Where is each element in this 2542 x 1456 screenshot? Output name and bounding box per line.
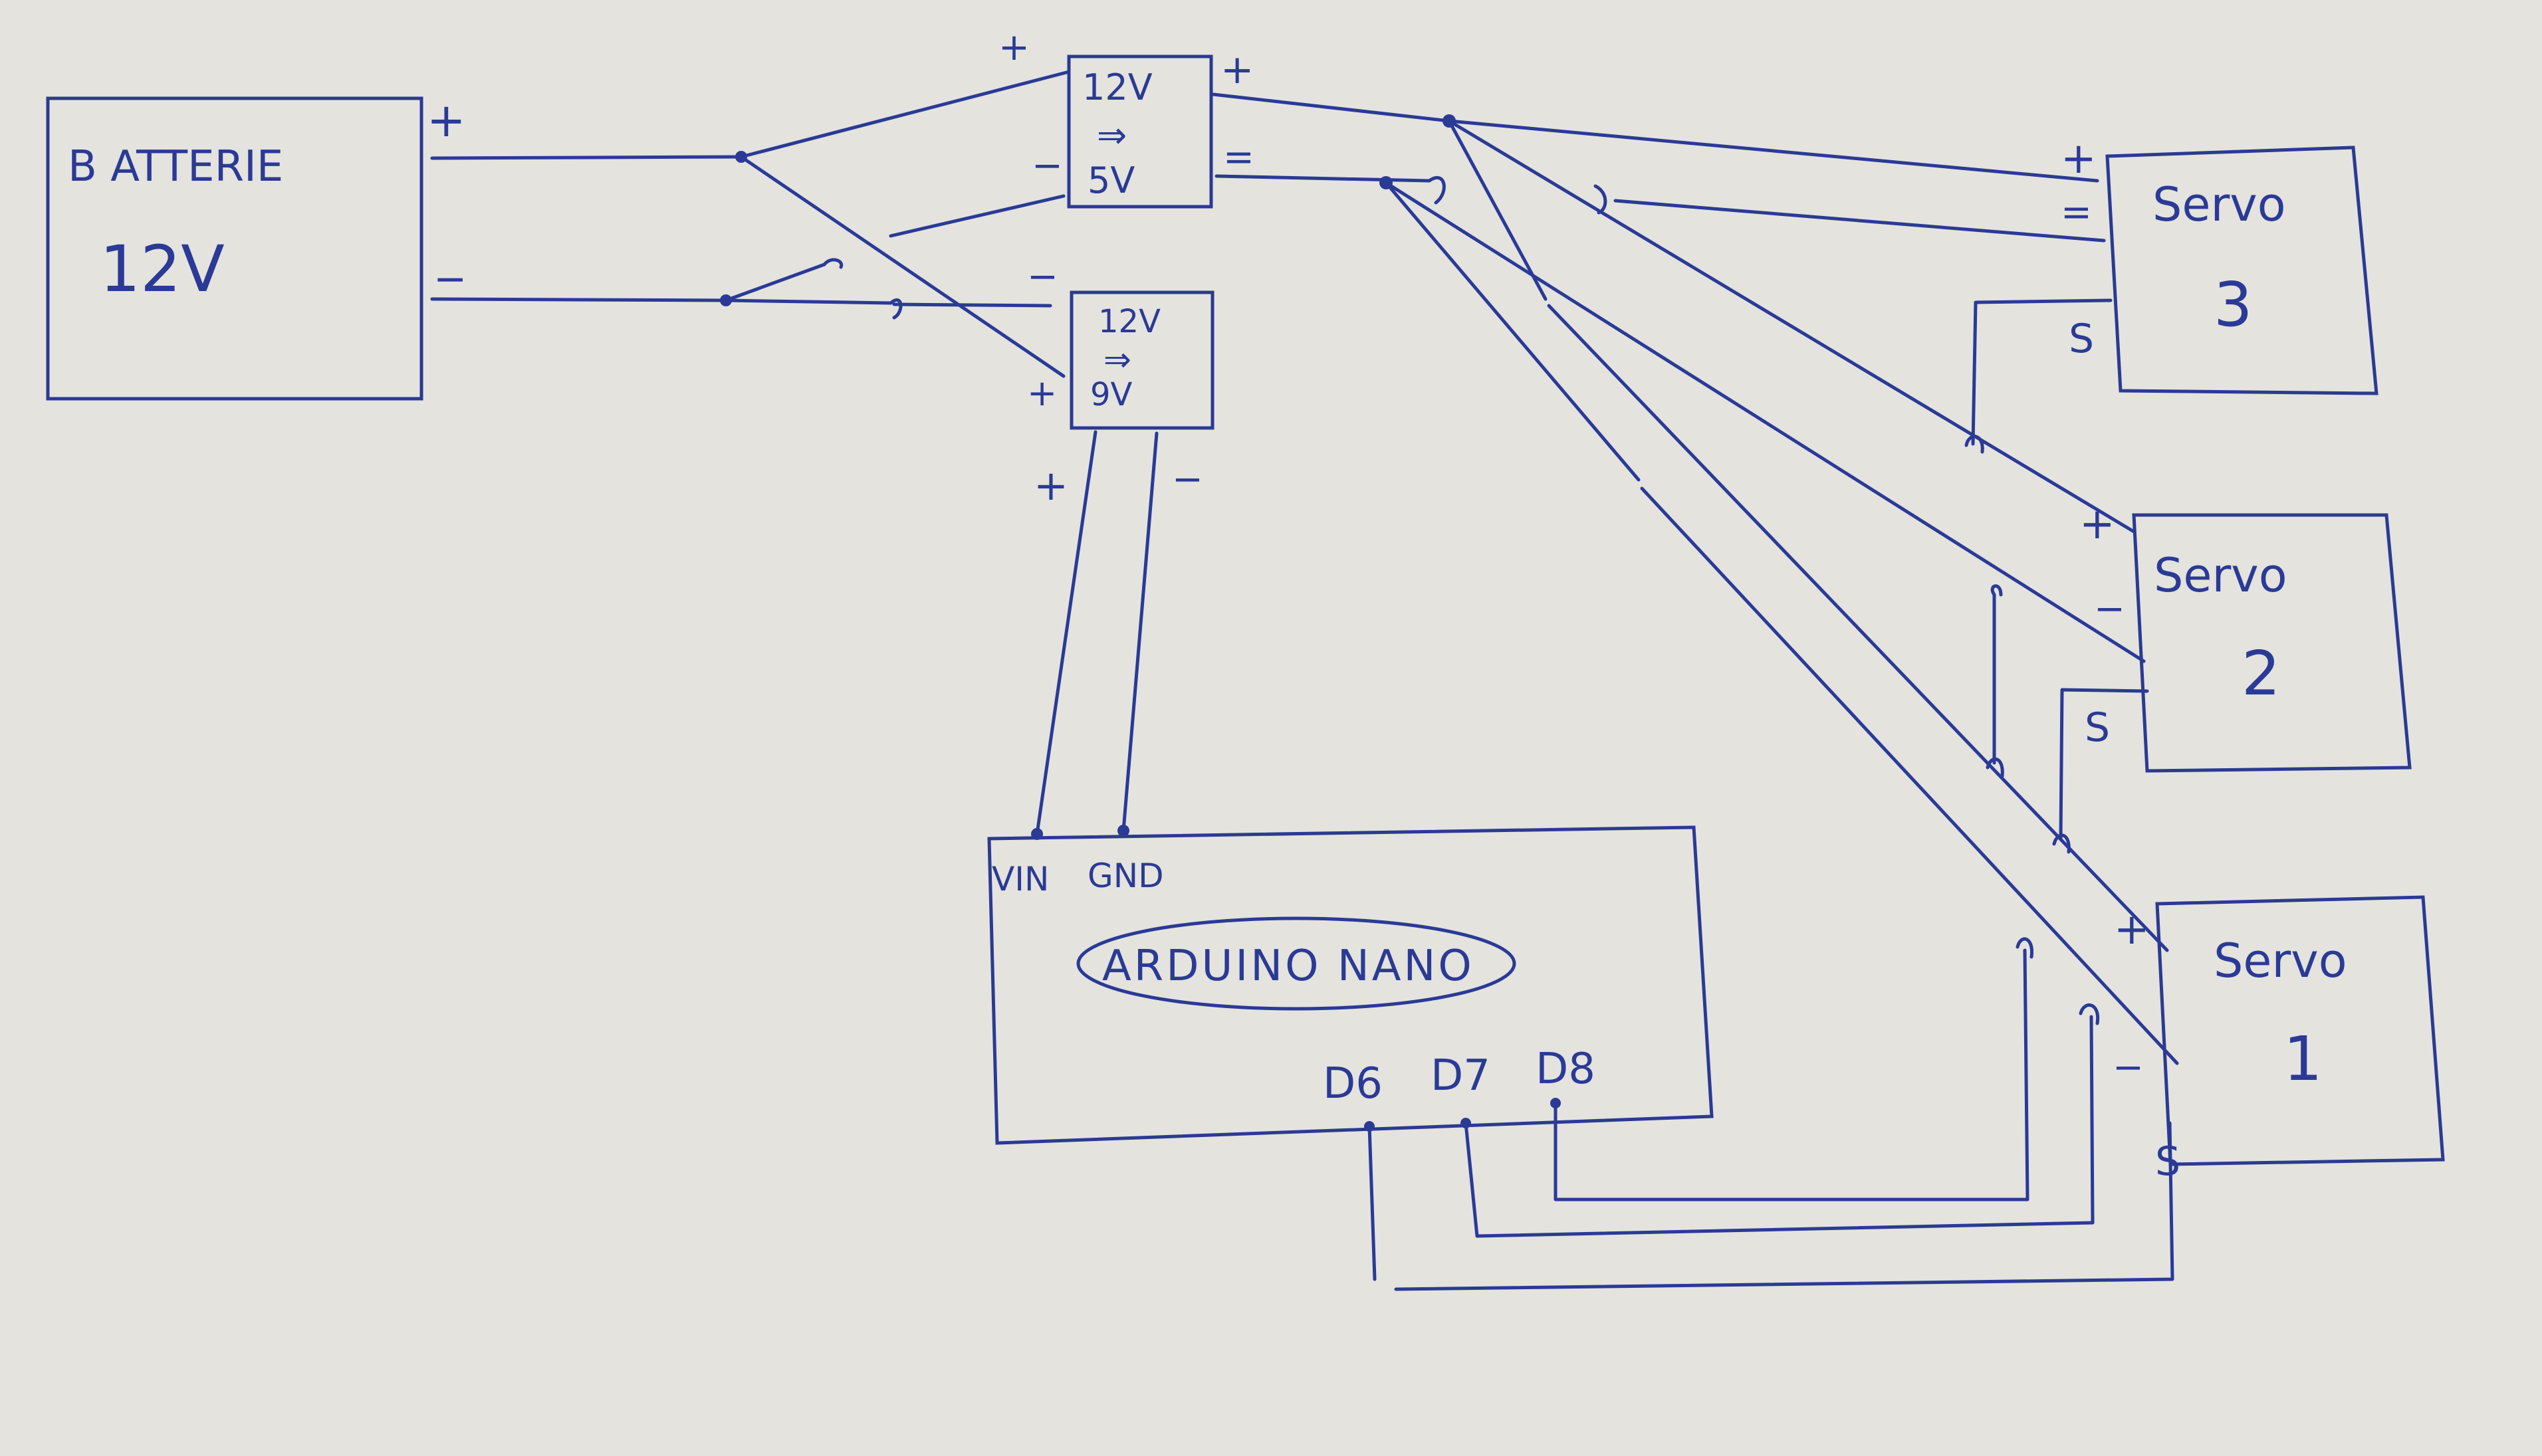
junction-dot [1117, 825, 1129, 837]
regulator-9v-minus-out: − [1172, 458, 1203, 501]
wire-9v-plus-to-vin [1035, 430, 1098, 836]
regulator-5v-minus-out: = [1223, 136, 1254, 179]
wire-5v-minus [1214, 174, 1431, 183]
servo-2-minus-label: − [2094, 587, 2125, 631]
junction-dot [1443, 114, 1456, 128]
wire-5v-minus-to-servo1-b [1640, 486, 2179, 1065]
wire-servo3-signal-hop [1964, 435, 1984, 454]
battery-minus-label: − [433, 256, 467, 302]
junction-dot [1379, 176, 1393, 189]
arduino-title: ARDUINO NANO [1102, 942, 1474, 991]
wire-battery-plus-to-reg5-in [739, 70, 1071, 159]
arduino-block: VIN GND ARDUINO NANO D6 D7 D8 [987, 825, 1714, 1145]
regulator-5v-block: 12V ⇒ 5V + − + = [998, 26, 1254, 209]
regulator-5v-minus-in: − [1032, 144, 1063, 187]
arduino-d6-label: D6 [1323, 1059, 1383, 1108]
arduino-d8-label: D8 [1536, 1045, 1595, 1094]
regulator-9v-minus-in: − [1027, 255, 1058, 298]
wire-crossing-hop-2 [822, 258, 844, 269]
servo-3-label: Servo [2152, 177, 2286, 232]
servo-1-block: Servo 1 + − S [2113, 895, 2445, 1185]
battery-box [46, 96, 423, 401]
servo-1-label: Servo [2214, 934, 2347, 988]
servo-2-signal-label: S [2085, 704, 2110, 751]
arduino-vin-label: VIN [992, 860, 1049, 898]
servo-2-block: Servo 2 + − S [2079, 500, 2412, 773]
regulator-5v-input: 12V [1082, 66, 1153, 108]
wire-5v-plus-to-servo1-b [1547, 304, 2169, 952]
wire-d8 [1554, 948, 2029, 1201]
wire-5v-minus-to-servo3 [1613, 199, 2106, 243]
regulator-5v-plus-out: + [1220, 47, 1254, 93]
wire-battery-minus [430, 297, 728, 302]
servo-3-number: 3 [2214, 269, 2253, 340]
wire-battery-minus-to-reg5-b [889, 194, 1066, 238]
wire-5v-minus-hop [1427, 175, 1446, 205]
junction-dot [720, 294, 732, 306]
servo-1-box [2155, 895, 2445, 1166]
servo-2-box [2132, 513, 2412, 773]
servo-3-minus-label: = [2061, 191, 2092, 234]
wire-battery-minus-to-reg9-b [892, 302, 1052, 308]
regulator-5v-output: 5V [1088, 159, 1135, 201]
wire-battery-plus-to-reg9-in [739, 155, 1066, 378]
wire-5v-plus-to-servo2 [1447, 119, 2136, 534]
regulator-9v-box [1070, 290, 1214, 430]
arduino-title-oval [1076, 916, 1516, 1011]
wire-crossing-hop-1 [889, 298, 903, 320]
wire-servo3-minus-hop [1593, 184, 1607, 215]
arduino-box [987, 825, 1714, 1145]
regulator-9v-plus-in: + [1027, 372, 1057, 414]
wire-battery-minus-to-reg9 [724, 298, 893, 305]
wire-servo2-signal [2059, 688, 2149, 841]
regulator-5v-plus-in: + [998, 26, 1030, 69]
regulator-9v-input: 12V [1098, 303, 1161, 340]
junction-dot [1031, 828, 1043, 840]
arduino-d7-label: D7 [1431, 1051, 1490, 1100]
wire-9v-minus-to-gnd [1121, 431, 1159, 833]
battery-label: B ATTERIE [68, 142, 283, 191]
wire-battery-minus-to-reg5 [724, 262, 826, 302]
regulator-9v-output: 9V [1090, 376, 1133, 413]
servo-3-block: Servo 3 + = S [2061, 134, 2378, 395]
regulator-9v-plus-out: + [1034, 461, 1068, 510]
junction-dot [1460, 1118, 1471, 1128]
servo-2-plus-label: + [2079, 500, 2115, 549]
servo-1-number: 1 [2283, 1023, 2323, 1094]
battery-voltage: 12V [100, 232, 225, 306]
wire-d7-hop [2079, 1003, 2100, 1025]
wire-5v-minus-to-servo1 [1384, 181, 1641, 482]
wire-battery-plus [430, 155, 743, 160]
regulator-9v-block: 12V ⇒ 9V − + + − [1027, 255, 1214, 510]
wire-servo1-signal [1394, 1121, 2174, 1291]
servo-3-signal-label: S [2069, 316, 2094, 362]
battery-block: B ATTERIE 12V + − [46, 93, 467, 401]
wire-servo3-signal [1971, 298, 2113, 446]
arduino-gnd-label: GND [1088, 857, 1164, 895]
junction-dot [735, 151, 747, 163]
regulator-5v-box [1067, 54, 1213, 209]
wire-5v-minus-to-servo2 [1384, 181, 2146, 663]
wire-servo2-signal-hop [2052, 833, 2071, 854]
servo-1-minus-label: − [2113, 1046, 2144, 1089]
wire-d6 [1367, 1124, 1377, 1281]
regulator-9v-arrow: ⇒ [1103, 340, 1131, 379]
servo-3-plus-label: + [2061, 134, 2097, 183]
wire-d8-hop [2016, 937, 2033, 959]
wire-5v-plus-to-servo1 [1447, 119, 1548, 301]
wires [430, 70, 2179, 1291]
battery-plus-label: + [427, 93, 466, 148]
junctions [720, 114, 1561, 1132]
servo-2-label: Servo [2154, 548, 2287, 603]
wire-d7 [1464, 1015, 2095, 1238]
junction-dot [1550, 1098, 1561, 1108]
servo-1-signal-label: S [2155, 1138, 2180, 1185]
regulator-5v-arrow: ⇒ [1097, 114, 1127, 156]
wire-servo3-signal-hop-2 [1986, 757, 2004, 778]
servo-3-box [2105, 146, 2378, 395]
servo-2-number: 2 [2242, 638, 2281, 709]
junction-dot [1364, 1121, 1375, 1132]
wire-servo3-signal-end [1990, 584, 2003, 597]
